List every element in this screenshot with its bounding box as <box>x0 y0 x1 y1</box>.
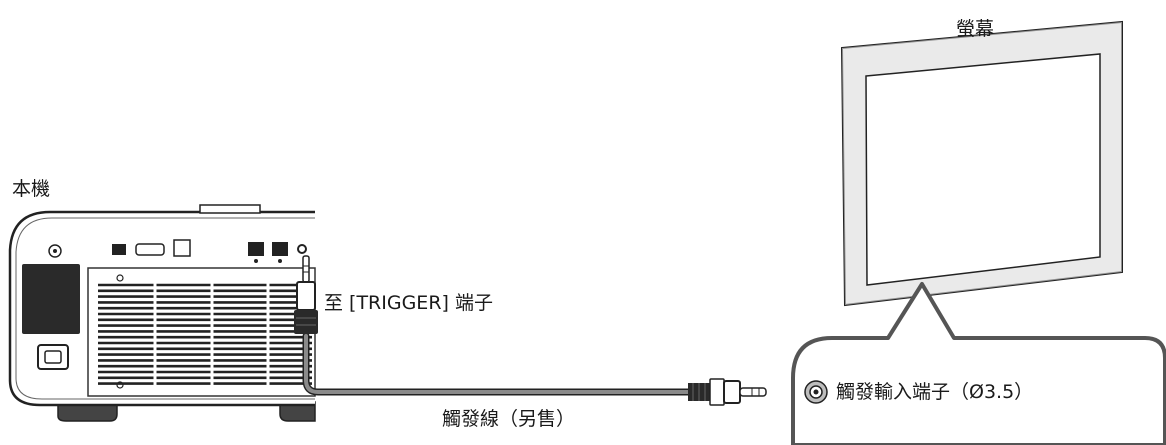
projector-label: 本機 <box>12 178 51 200</box>
plug-projector-side <box>294 255 318 334</box>
trigger-cable <box>302 332 710 396</box>
vent-grill <box>98 283 312 385</box>
trigger-input-callout <box>791 282 1166 445</box>
trigger-input-jack-icon <box>804 380 828 404</box>
screen-label: 螢幕 <box>956 18 995 40</box>
cable-label: 觸發線（另售） <box>442 408 576 430</box>
to-trigger-terminal-label: 至 [TRIGGER] 端子 <box>324 292 493 314</box>
screen <box>840 20 1123 307</box>
plug-screen-side <box>688 378 767 406</box>
trigger-input-label: 觸發輸入端子（Ø3.5） <box>836 381 1034 403</box>
projector-unit <box>8 204 316 422</box>
